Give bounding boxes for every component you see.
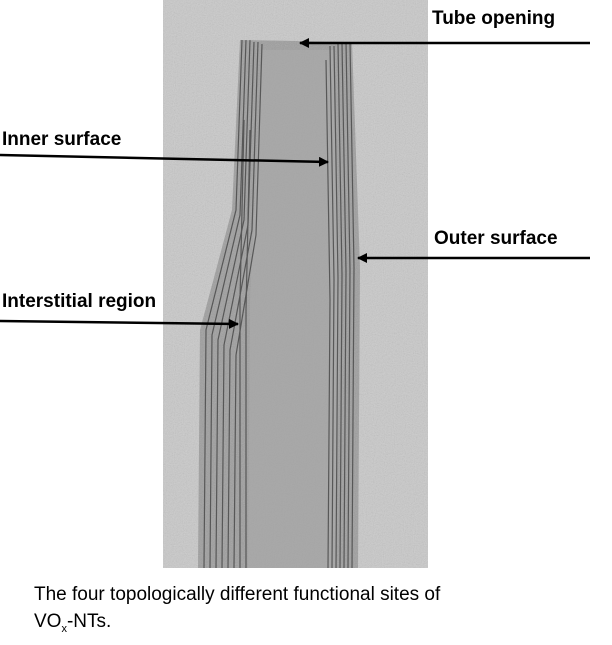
caption-subscript: x xyxy=(61,622,67,635)
arrow-inner-surface xyxy=(0,153,329,167)
label-outer-surface: Outer surface xyxy=(434,228,558,249)
caption-line-2: VOx-NTs. xyxy=(34,608,440,643)
arrow-interstitial-region xyxy=(0,318,239,329)
micrograph xyxy=(163,0,428,568)
label-inner-surface: Inner surface xyxy=(2,129,122,150)
caption-vo: VO xyxy=(34,611,62,632)
caption-line-1: The four topologically different functio… xyxy=(34,584,441,605)
annotation-arrows xyxy=(0,38,590,329)
nanotube xyxy=(198,40,360,568)
figure-caption: The four topologically different functio… xyxy=(34,581,440,643)
caption-nts: -NTs. xyxy=(66,611,112,632)
label-interstitial-region: Interstitial region xyxy=(2,291,157,312)
label-tube-opening: Tube opening xyxy=(432,8,556,29)
